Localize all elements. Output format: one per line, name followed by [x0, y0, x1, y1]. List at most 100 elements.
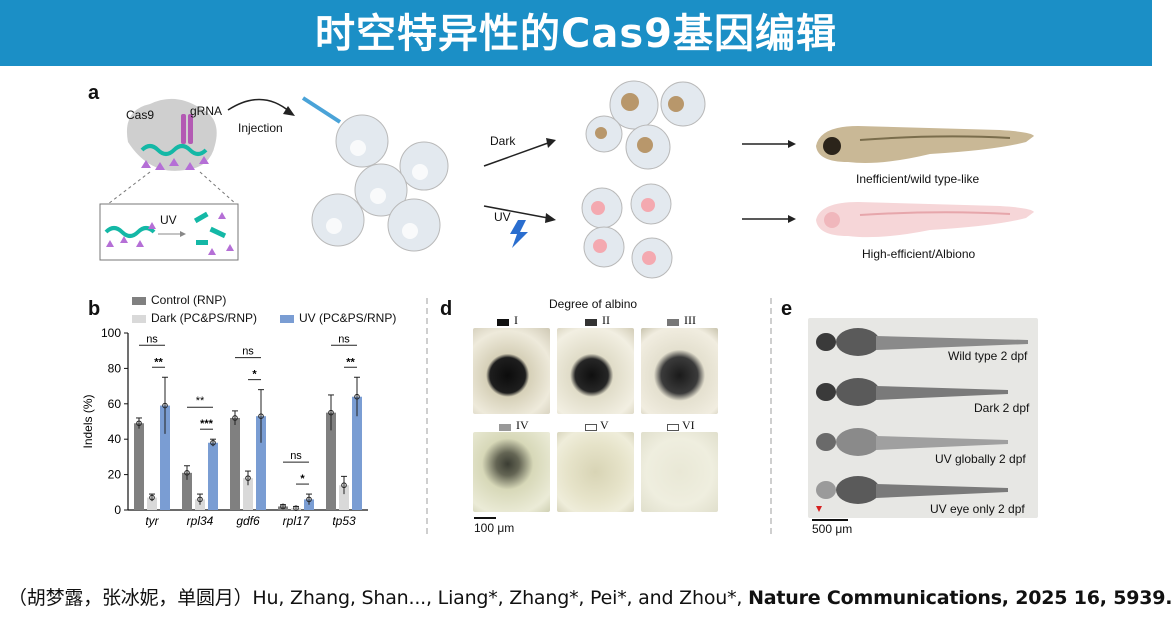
larva-label-wildtype: Wild type 2 dpf	[948, 349, 1028, 363]
albino-heading: Degree of albino	[549, 297, 638, 311]
grade-swatch-1	[497, 319, 509, 326]
bar	[230, 417, 240, 510]
x-tick-label: rpl34	[187, 514, 214, 528]
legend-swatch-control	[132, 297, 146, 305]
x-tick-label: rpl17	[283, 514, 311, 528]
data-point	[306, 496, 312, 503]
significance-label: ns	[242, 346, 254, 358]
y-tick-label: 80	[108, 361, 122, 375]
grade-swatch-6	[667, 424, 679, 431]
grade-swatch-2	[585, 319, 597, 326]
bar	[160, 405, 170, 510]
panel-d-letter: d	[440, 298, 453, 320]
grade-swatch-3	[667, 319, 679, 326]
bar	[147, 497, 157, 510]
dark-label: Dark	[490, 134, 516, 148]
data-point	[354, 393, 360, 400]
significance-label: ns	[338, 333, 350, 345]
x-tick-label: tp53	[332, 514, 356, 528]
injection-label: Injection	[238, 121, 283, 135]
legend-swatch-dark	[132, 315, 146, 323]
y-axis-label: Indels (%)	[81, 394, 95, 448]
significance-label: ***	[200, 418, 214, 430]
bar	[243, 478, 253, 510]
grade-label-3: III	[684, 313, 696, 327]
bar	[339, 485, 349, 510]
data-point	[184, 470, 190, 476]
title-bar	[0, 0, 1152, 66]
data-point	[341, 482, 347, 489]
albino-photo-grade-3	[641, 328, 718, 414]
y-tick-label: 60	[108, 397, 122, 411]
grade-label-6: VI	[682, 418, 695, 432]
scale-label-e: 500 μm	[812, 522, 853, 536]
x-tick-label: tyr	[145, 514, 159, 528]
uv-inset-label: UV	[160, 213, 177, 227]
x-tick-label: gdf6	[236, 514, 260, 528]
albino-photo-grade-2	[557, 328, 634, 414]
larva-label-uv-global: UV globally 2 dpf	[935, 452, 1026, 466]
grna-label: gRNA	[190, 104, 223, 118]
scale-bar-e	[812, 519, 848, 521]
significance-label: *	[300, 473, 305, 485]
panel-b-letter: b	[88, 298, 101, 320]
data-point	[210, 439, 216, 446]
data-point	[232, 415, 238, 421]
y-tick-label: 20	[108, 468, 122, 482]
panel-a-letter: a	[88, 82, 100, 104]
divider-b-d	[426, 298, 428, 534]
bar	[256, 416, 266, 510]
data-point	[149, 494, 155, 501]
significance-label: **	[346, 356, 355, 368]
albino-photo-grade-4	[473, 432, 550, 512]
citation: （胡梦露，张冰妮，单圆月）Hu, Zhang, Shan..., Liang*,…	[8, 583, 1172, 610]
scale-bar-d	[474, 517, 496, 519]
data-point	[328, 409, 334, 416]
grade-swatch-4	[499, 424, 511, 431]
data-point	[197, 496, 203, 503]
significance-label: ns	[290, 450, 302, 462]
albino-photo-grade-5	[557, 432, 634, 512]
legend-uv: UV (PC&PS/RNP)	[299, 311, 397, 325]
y-tick-label: 0	[114, 503, 121, 517]
citation-authors: （胡梦露，张冰妮，单圆月）Hu, Zhang, Shan..., Liang*,…	[8, 587, 743, 609]
significance-label: *	[252, 369, 257, 381]
grade-swatch-5	[585, 424, 597, 431]
y-tick-label: 40	[108, 432, 122, 446]
albino-photo-grade-6	[641, 432, 718, 512]
cas9-label: Cas9	[126, 108, 155, 122]
data-point	[162, 402, 168, 409]
outcome-dark-label: Inefficient/wild type-like	[856, 172, 980, 186]
grade-label-1: I	[514, 313, 518, 327]
slide-title: 时空特异性的Cas9基因编辑	[315, 11, 837, 57]
grade-label-5: V	[600, 418, 609, 432]
bar	[326, 412, 336, 510]
larva-label-uv-eye: UV eye only 2 dpf	[930, 502, 1025, 516]
bar	[134, 423, 144, 510]
albino-photo-grade-1	[473, 328, 550, 414]
citation-journal: Nature Communications, 2025 16, 5939.	[748, 587, 1172, 609]
grade-label-2: II	[602, 313, 610, 327]
larva-label-dark: Dark 2 dpf	[974, 401, 1030, 415]
bar	[352, 396, 362, 510]
data-point	[280, 503, 286, 510]
significance-label: ns	[146, 333, 158, 345]
data-point	[293, 505, 299, 512]
significance-label: **	[154, 356, 163, 368]
scale-label-d: 100 μm	[474, 521, 515, 535]
larvae-silhouettes	[816, 328, 1028, 512]
outcome-uv-label: High-efficient/Albiono	[862, 247, 976, 261]
legend-control: Control (RNP)	[151, 293, 227, 307]
panel-e-letter: e	[781, 298, 793, 320]
bar	[208, 442, 218, 510]
y-tick-label: 100	[101, 326, 121, 340]
legend-dark: Dark (PC&PS/RNP)	[151, 311, 258, 325]
legend-swatch-uv	[280, 315, 294, 323]
bar	[182, 472, 192, 510]
data-point	[245, 475, 251, 481]
grade-label-4: IV	[516, 418, 529, 432]
bar	[278, 506, 288, 510]
divider-d-e	[770, 298, 772, 534]
